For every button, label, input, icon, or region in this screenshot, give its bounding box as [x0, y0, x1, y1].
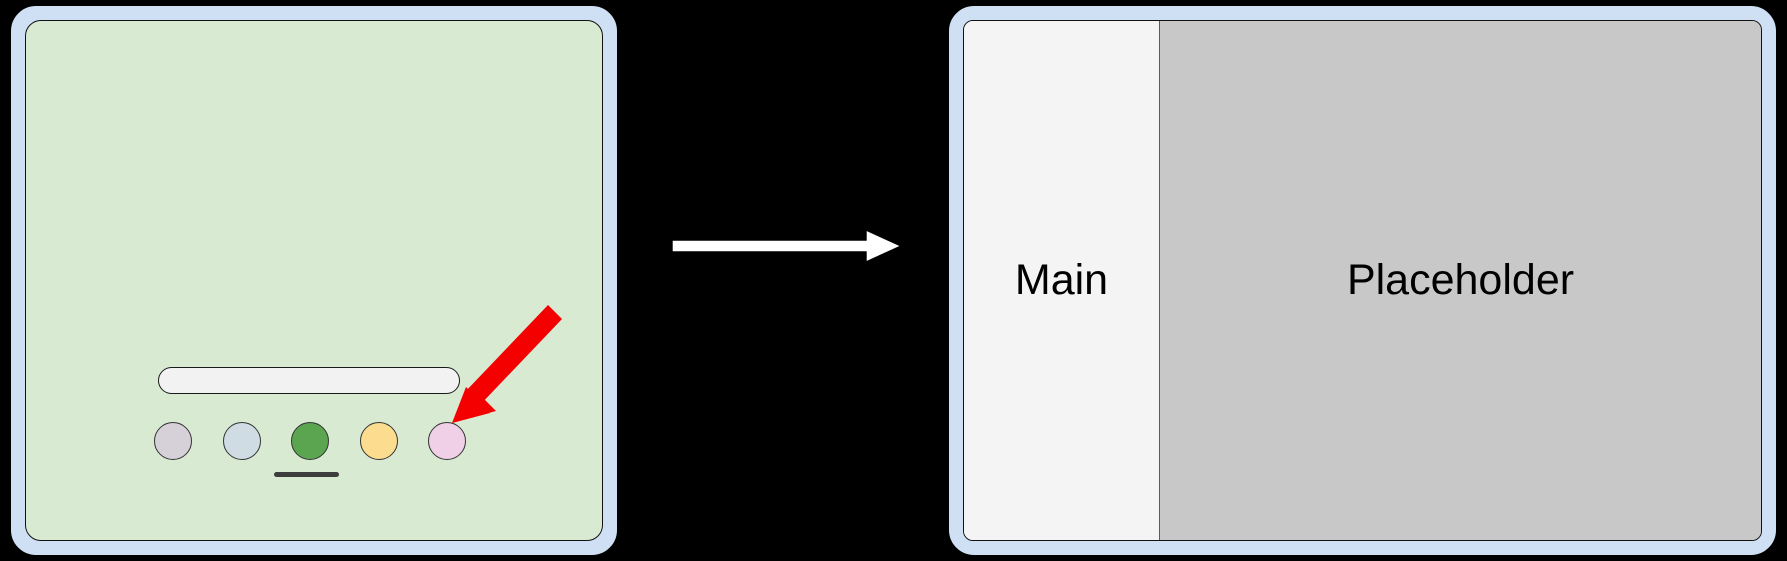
- pane-placeholder[interactable]: Placeholder: [1160, 21, 1761, 540]
- pane-placeholder-label: Placeholder: [1346, 256, 1575, 304]
- tablet-after-frame: Main Placeholder: [948, 5, 1777, 556]
- pane-main[interactable]: Main: [964, 21, 1160, 540]
- app-icon-green[interactable]: [291, 422, 329, 460]
- app-icon-lilac[interactable]: [154, 422, 192, 460]
- pane-main-label: Main: [1014, 256, 1109, 304]
- tablet-before-screen: [25, 20, 603, 541]
- tablet-after-screen: Main Placeholder: [963, 20, 1762, 541]
- search-input[interactable]: [158, 367, 460, 394]
- app-icon-pink[interactable]: [428, 422, 466, 460]
- home-indicator[interactable]: [274, 472, 339, 477]
- app-icon-blue[interactable]: [222, 422, 261, 460]
- transition-arrow-icon: [671, 228, 903, 264]
- dock: [154, 421, 466, 461]
- tablet-before-frame: [10, 5, 618, 556]
- app-icon-yellow[interactable]: [359, 422, 398, 460]
